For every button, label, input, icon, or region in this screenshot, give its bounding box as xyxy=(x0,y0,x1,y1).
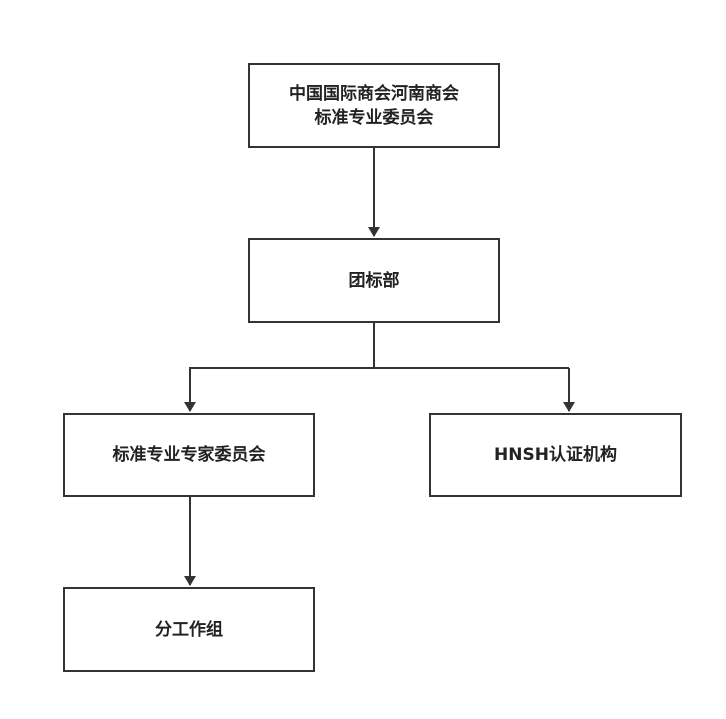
node-working-group: 分工作组 xyxy=(63,587,315,672)
node-expert-committee: 标准专业专家委员会 xyxy=(63,413,315,497)
node-work-label: 分工作组 xyxy=(155,619,223,640)
node-certification-body: HNSH认证机构 xyxy=(429,413,682,497)
node-root-label: 中国国际商会河南商会 标准专业委员会 xyxy=(289,83,459,128)
node-dept-label: 团标部 xyxy=(348,270,400,291)
node-group-standards-dept: 团标部 xyxy=(248,238,500,323)
node-cert-label: HNSH认证机构 xyxy=(494,445,617,465)
node-expert-label: 标准专业专家委员会 xyxy=(112,445,266,465)
node-root-committee: 中国国际商会河南商会 标准专业委员会 xyxy=(248,63,500,148)
